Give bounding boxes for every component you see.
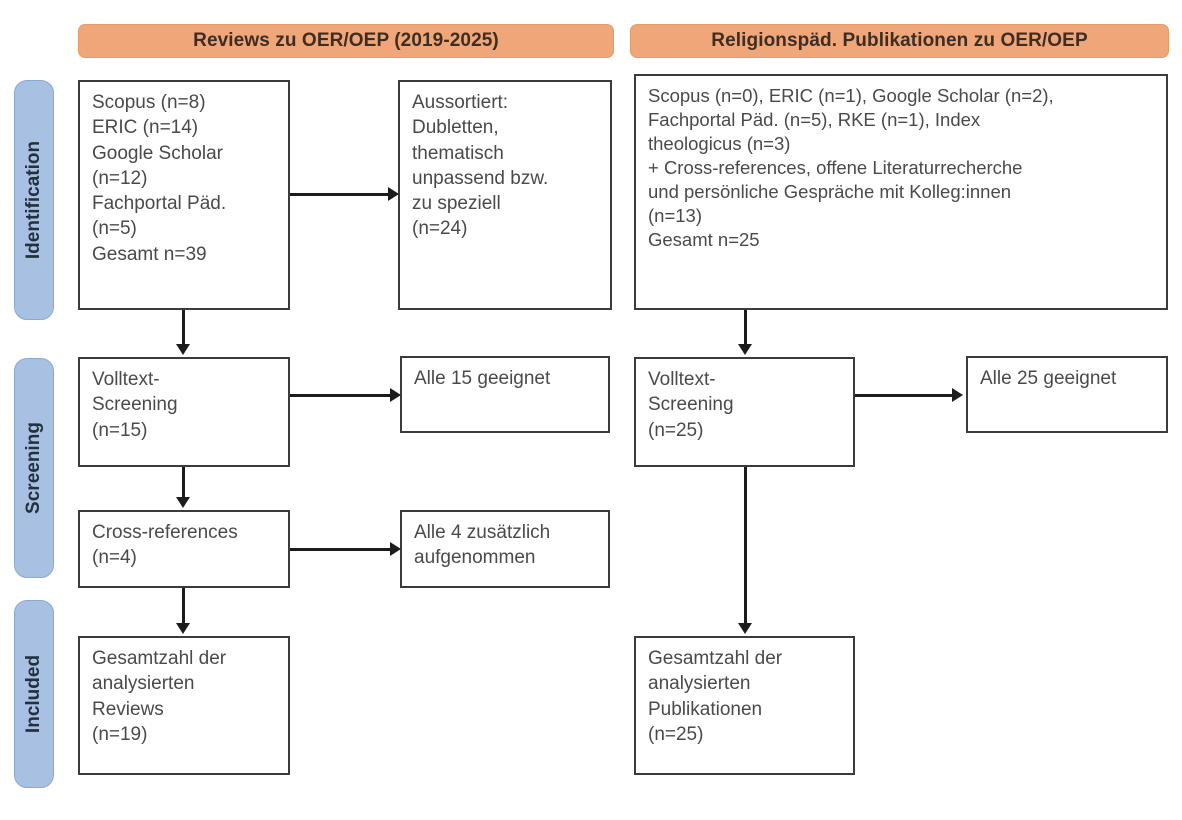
box-right-fulltext-result: Alle 25 geeignet [966,356,1168,433]
arrowhead-left-sources-to-excluded [388,187,399,201]
column-header-left: Reviews zu OER/OEP (2019-2025) [78,24,614,58]
box-left-included-total: Gesamtzahl der analysierten Reviews (n=1… [78,636,290,775]
arrowhead-right-fulltext-to-included [738,623,752,634]
connector-right-fulltext-to-result [855,394,955,397]
arrowhead-right-sources-to-fulltext [738,344,752,355]
arrowhead-right-fulltext-to-result [952,388,963,402]
connector-left-sources-to-excluded [290,193,390,196]
arrowhead-left-sources-to-fulltext [176,344,190,355]
connector-right-fulltext-to-included [744,467,747,625]
stage-label-screening-text: Screening [23,422,44,514]
connector-left-crossrefs-to-result [290,548,392,551]
connector-left-crossrefs-to-included [182,588,185,624]
arrowhead-left-fulltext-to-crossrefs [176,497,190,508]
stage-label-identification: Identification [14,80,54,320]
box-right-sources: Scopus (n=0), ERIC (n=1), Google Scholar… [634,74,1168,310]
stage-label-included: Included [14,600,54,788]
stage-label-included-text: Included [23,654,44,734]
box-left-crossreferences: Cross-references (n=4) [78,510,290,588]
connector-left-fulltext-to-result [290,394,392,397]
box-left-fulltext-screening: Volltext- Screening (n=15) [78,357,290,467]
column-header-right: Religionspäd. Publikationen zu OER/OEP [630,24,1169,58]
stage-label-screening: Screening [14,358,54,578]
box-right-fulltext-screening: Volltext- Screening (n=25) [634,357,855,467]
arrowhead-left-fulltext-to-result [390,388,401,402]
box-right-included-total: Gesamtzahl der analysierten Publikatione… [634,636,855,775]
connector-right-sources-to-fulltext [744,310,747,346]
arrowhead-left-crossrefs-to-result [390,542,401,556]
stage-label-identification-text: Identification [23,140,44,260]
box-left-crossreferences-result: Alle 4 zusätzlich aufgenommen [400,510,610,588]
connector-left-fulltext-to-crossrefs [182,467,185,499]
box-left-sources: Scopus (n=8) ERIC (n=14) Google Scholar … [78,80,290,310]
box-left-fulltext-result: Alle 15 geeignet [400,356,610,433]
connector-left-sources-to-fulltext [182,310,185,346]
box-left-excluded: Aussortiert: Dubletten, thematisch unpas… [398,80,612,310]
arrowhead-left-crossrefs-to-included [176,623,190,634]
